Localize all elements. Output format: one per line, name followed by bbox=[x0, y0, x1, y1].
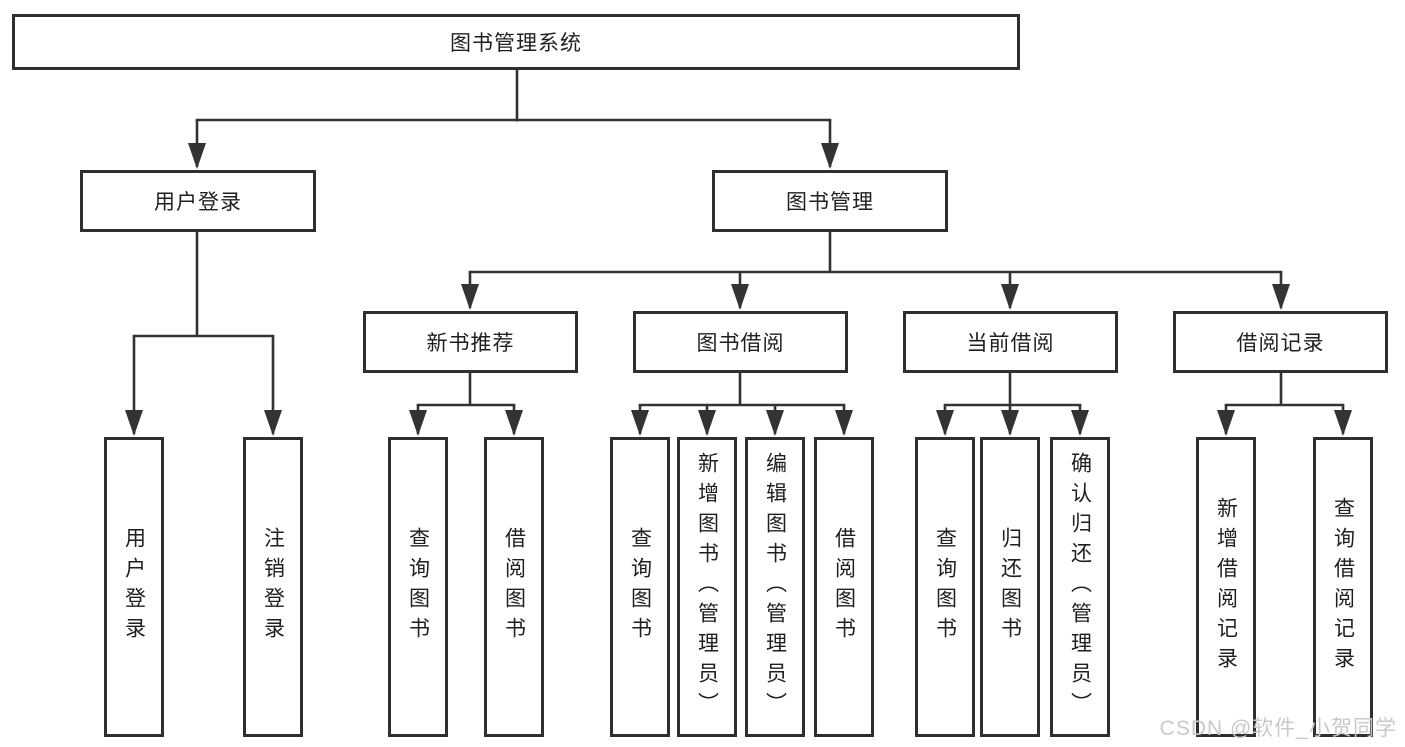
leaf-query-book-borrow: 查询图书 bbox=[610, 437, 670, 737]
leaf-label: 归还图书 bbox=[998, 527, 1022, 647]
leaf-label: 查询图书 bbox=[406, 527, 430, 647]
node-root-label: 图书管理系统 bbox=[450, 32, 582, 55]
leaf-confirm-return-admin: 确认归还（管理员） bbox=[1050, 437, 1110, 737]
watermark: CSDN @软件_小贺同学 bbox=[1159, 717, 1397, 740]
leaf-label: 新增借阅记录 bbox=[1214, 497, 1238, 677]
leaf-label: 新增图书（管理员） bbox=[695, 452, 719, 722]
leaf-label: 查询借阅记录 bbox=[1331, 497, 1355, 677]
node-user-login-label: 用户登录 bbox=[154, 191, 242, 214]
node-book-borrow: 图书借阅 bbox=[633, 311, 848, 373]
leaf-label: 查询图书 bbox=[933, 527, 957, 647]
leaf-return-book: 归还图书 bbox=[980, 437, 1040, 737]
leaf-add-borrow-record: 新增借阅记录 bbox=[1196, 437, 1256, 737]
node-user-login: 用户登录 bbox=[80, 170, 316, 232]
node-new-book-recommend-label: 新书推荐 bbox=[426, 332, 515, 355]
leaf-borrow-book: 借阅图书 bbox=[814, 437, 874, 737]
leaf-label: 用户登录 bbox=[122, 527, 146, 647]
leaf-label: 确认归还（管理员） bbox=[1068, 452, 1092, 722]
node-borrow-records: 借阅记录 bbox=[1173, 311, 1388, 373]
node-root: 图书管理系统 bbox=[12, 14, 1020, 70]
leaf-query-book-current: 查询图书 bbox=[915, 437, 975, 737]
leaf-label: 借阅图书 bbox=[502, 527, 526, 647]
node-new-book-recommend: 新书推荐 bbox=[363, 311, 578, 373]
node-current-borrow: 当前借阅 bbox=[903, 311, 1118, 373]
leaf-logout: 注销登录 bbox=[243, 437, 303, 737]
node-current-borrow-label: 当前借阅 bbox=[966, 332, 1055, 355]
node-book-management-label: 图书管理 bbox=[786, 191, 874, 214]
leaf-query-book-recommend: 查询图书 bbox=[388, 437, 448, 737]
leaf-query-borrow-record: 查询借阅记录 bbox=[1313, 437, 1373, 737]
leaf-label: 注销登录 bbox=[261, 527, 285, 647]
leaf-edit-book-admin: 编辑图书（管理员） bbox=[745, 437, 805, 737]
leaf-borrow-book-recommend: 借阅图书 bbox=[484, 437, 544, 737]
node-borrow-records-label: 借阅记录 bbox=[1236, 332, 1325, 355]
leaf-label: 编辑图书（管理员） bbox=[763, 452, 787, 722]
node-book-management: 图书管理 bbox=[712, 170, 948, 232]
leaf-label: 借阅图书 bbox=[832, 527, 856, 647]
node-book-borrow-label: 图书借阅 bbox=[696, 332, 785, 355]
leaf-add-book-admin: 新增图书（管理员） bbox=[677, 437, 737, 737]
leaf-label: 查询图书 bbox=[628, 527, 652, 647]
leaf-user-login: 用户登录 bbox=[104, 437, 164, 737]
